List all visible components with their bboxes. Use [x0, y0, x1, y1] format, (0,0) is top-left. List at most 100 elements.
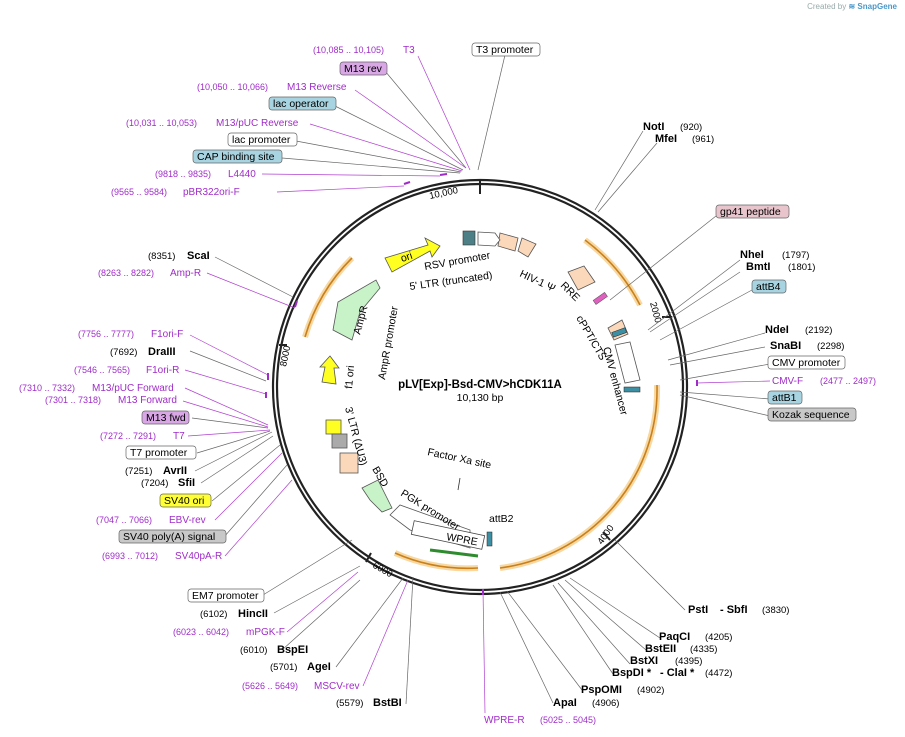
- snapgene-credit: Created by ≋ SnapGene: [807, 2, 897, 11]
- feature-cmv-promoter-box[interactable]: [767, 355, 846, 370]
- primer-t3[interactable]: T3: [403, 45, 415, 56]
- wpre-box: [410, 520, 486, 550]
- feature-lac-promoter[interactable]: lac promoter: [232, 134, 291, 146]
- enzyme-sfii[interactable]: SfiI: [178, 477, 195, 489]
- feature-lac-operator-box[interactable]: [268, 96, 337, 111]
- feature-m13fwd-box[interactable]: [141, 410, 190, 425]
- enzyme-nhei[interactable]: NheI: [740, 249, 764, 261]
- enzyme-clai[interactable]: - ClaI *: [660, 667, 695, 679]
- enzyme-pos-paqci: (4205): [705, 632, 732, 643]
- primer-f1ori-r[interactable]: F1ori-R: [146, 365, 179, 376]
- left-label-group: (10,085 .. 10,105) T3 M13 rev (10,050 ..…: [19, 45, 415, 709]
- feature-attb4-box[interactable]: [751, 279, 787, 294]
- enzyme-sbfi[interactable]: - SbfI: [720, 604, 748, 616]
- primer-mpgk-f[interactable]: mPGK-F: [246, 627, 285, 638]
- enzyme-pos-avrii: (7251): [125, 466, 152, 477]
- feature-m13fwd[interactable]: M13 fwd: [146, 412, 186, 424]
- enzyme-pos-agei: (5701): [270, 662, 297, 673]
- primer-pos-ebv-rev: (7047 .. 7066): [96, 515, 152, 525]
- enzyme-bmti[interactable]: BmtI: [746, 261, 770, 273]
- feature-attb1-box[interactable]: [767, 390, 803, 405]
- feature-t7-promoter-box[interactable]: [125, 445, 197, 460]
- feature-kozak[interactable]: Kozak sequence: [772, 409, 850, 421]
- feature-cmv-promoter[interactable]: CMV promoter: [772, 357, 841, 369]
- feature-cap-box[interactable]: [192, 149, 283, 164]
- enzyme-pos-bspdi: (4472): [705, 668, 732, 679]
- primer-sv40pa-r[interactable]: SV40pA-R: [175, 551, 222, 562]
- primer-m13reverse[interactable]: M13 Reverse: [287, 82, 347, 93]
- feature-em7[interactable]: EM7 promoter: [192, 590, 259, 602]
- primer-m13forward[interactable]: M13 Forward: [118, 395, 177, 406]
- enzyme-pos-noti: (920): [680, 122, 702, 133]
- feature-kozak-box[interactable]: [767, 407, 857, 422]
- enzyme-avrii[interactable]: AvrII: [163, 465, 187, 477]
- enzyme-pos-bmti: (1801): [788, 262, 815, 273]
- feature-t3-promoter-box[interactable]: [471, 42, 541, 57]
- enzyme-agei[interactable]: AgeI: [307, 661, 331, 673]
- enzyme-apai[interactable]: ApaI: [553, 697, 577, 709]
- wpre-green: [429, 548, 479, 558]
- attb4-mark: [611, 327, 627, 338]
- enzyme-bspei[interactable]: BspEI: [277, 644, 308, 656]
- primer-pos-sv40pa-r: (6993 .. 7012): [102, 551, 158, 561]
- primer-m13puc-forward[interactable]: M13/pUC Forward: [92, 383, 174, 394]
- enzyme-pos-psti: (3830): [762, 605, 789, 616]
- enzyme-bstbi[interactable]: BstBI: [373, 697, 402, 709]
- inner-label-psi: HIV-1 Ψ: [518, 268, 558, 295]
- enzyme-noti[interactable]: NotI: [643, 121, 664, 133]
- primer-ampr[interactable]: Amp-R: [170, 268, 201, 279]
- enzyme-pos-snabi: (2298): [817, 341, 844, 352]
- enzyme-pos-sfii: (7204): [141, 478, 168, 489]
- enzyme-draiii[interactable]: DraIII: [148, 346, 176, 358]
- enzyme-hincii[interactable]: HincII: [238, 608, 268, 620]
- gp41-mark: [592, 291, 608, 305]
- feature-sv40ori-box[interactable]: [159, 493, 212, 508]
- feature-gp41-box[interactable]: [715, 204, 790, 219]
- inner-label-factor-xa: Factor Xa site: [426, 446, 492, 471]
- enzyme-paqci[interactable]: PaqCI: [659, 631, 690, 643]
- enzyme-pspomi[interactable]: PspOMI: [581, 684, 622, 696]
- feature-attb1[interactable]: attB1: [772, 392, 797, 404]
- cmv-enhancer-feature: [614, 341, 641, 384]
- enzyme-psti[interactable]: PstI: [688, 604, 708, 616]
- feature-t3-promoter[interactable]: T3 promoter: [476, 44, 534, 56]
- credit-brand: SnapGene: [857, 2, 897, 11]
- enzyme-pos-bspei: (6010): [240, 645, 267, 656]
- feature-lac-promoter-box[interactable]: [227, 132, 298, 147]
- feature-lac-operator[interactable]: lac operator: [273, 98, 329, 110]
- primer-t7[interactable]: T7: [173, 431, 185, 442]
- primer-cmv-f[interactable]: CMV-F: [772, 376, 803, 387]
- primer-pos-t3: (10,085 .. 10,105): [313, 45, 384, 55]
- feature-gp41[interactable]: gp41 peptide: [720, 206, 781, 218]
- primer-ebv-rev[interactable]: EBV-rev: [169, 515, 206, 526]
- feature-m13rev[interactable]: M13 rev: [344, 63, 383, 75]
- primer-wpre-r[interactable]: WPRE-R: [484, 715, 525, 726]
- feature-sv40polya[interactable]: SV40 poly(A) signal: [123, 531, 215, 543]
- 3ltr-feature: [339, 452, 359, 474]
- primer-pos-f1ori-f: (7756 .. 7777): [78, 329, 134, 339]
- primer-pos-mscv-rev: (5626 .. 5649): [242, 681, 298, 691]
- enzyme-pos-bstbi: (5579): [336, 698, 363, 709]
- enzyme-mfei[interactable]: MfeI: [655, 133, 677, 145]
- primer-l4440[interactable]: L4440: [228, 169, 256, 180]
- feature-attb4[interactable]: attB4: [756, 281, 781, 293]
- enzyme-ndei[interactable]: NdeI: [765, 324, 789, 336]
- primer-f1ori-f[interactable]: F1ori-F: [151, 329, 183, 340]
- feature-m13rev-box[interactable]: [339, 61, 388, 76]
- enzyme-snabi[interactable]: SnaBI: [770, 340, 801, 352]
- enzyme-bspdi[interactable]: BspDI *: [612, 667, 652, 679]
- feature-t7-promoter[interactable]: T7 promoter: [130, 447, 188, 459]
- feature-cap[interactable]: CAP binding site: [197, 151, 275, 163]
- primer-pos-wpre-r: (5025 .. 5045): [540, 715, 596, 725]
- feature-sv40ori[interactable]: SV40 ori: [164, 495, 204, 507]
- enzyme-bsteii[interactable]: BstEII: [645, 643, 676, 655]
- primer-m13puc-reverse[interactable]: M13/pUC Reverse: [216, 118, 299, 129]
- primer-mscv-rev[interactable]: MSCV-rev: [314, 681, 360, 692]
- enzyme-scai[interactable]: ScaI: [187, 250, 210, 262]
- plasmid-size: 10,130 bp: [457, 392, 504, 404]
- feature-em7-box[interactable]: [187, 588, 265, 603]
- enzyme-bstxi[interactable]: BstXI: [630, 655, 658, 667]
- feature-sv40polya-box[interactable]: [118, 529, 227, 544]
- primer-pbr322[interactable]: pBR322ori-F: [183, 187, 240, 198]
